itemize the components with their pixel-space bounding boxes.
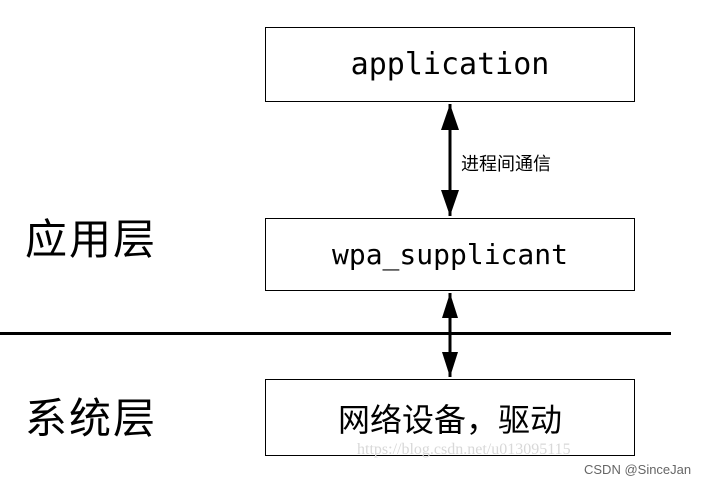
application-label: application bbox=[350, 47, 550, 82]
driver-double-arrow bbox=[442, 293, 458, 377]
ipc-double-arrow bbox=[441, 104, 459, 216]
watermark-credit: CSDN @SinceJan bbox=[584, 462, 692, 477]
layer-divider-line bbox=[0, 332, 671, 335]
wpa-supplicant-box: wpa_supplicant bbox=[265, 218, 635, 291]
application-box: application bbox=[265, 27, 635, 102]
application-layer-label: 应用层 bbox=[25, 215, 158, 264]
network-driver-box: 网络设备，驱动 bbox=[265, 379, 635, 456]
wpa-supplicant-label: wpa_supplicant bbox=[331, 238, 568, 271]
network-driver-label: 网络设备，驱动 bbox=[337, 400, 562, 439]
watermark-url: https://blog.csdn.net/u013095115 bbox=[357, 441, 571, 458]
system-layer-label: 系统层 bbox=[25, 394, 158, 443]
ipc-label: 进程间通信 bbox=[461, 154, 551, 175]
